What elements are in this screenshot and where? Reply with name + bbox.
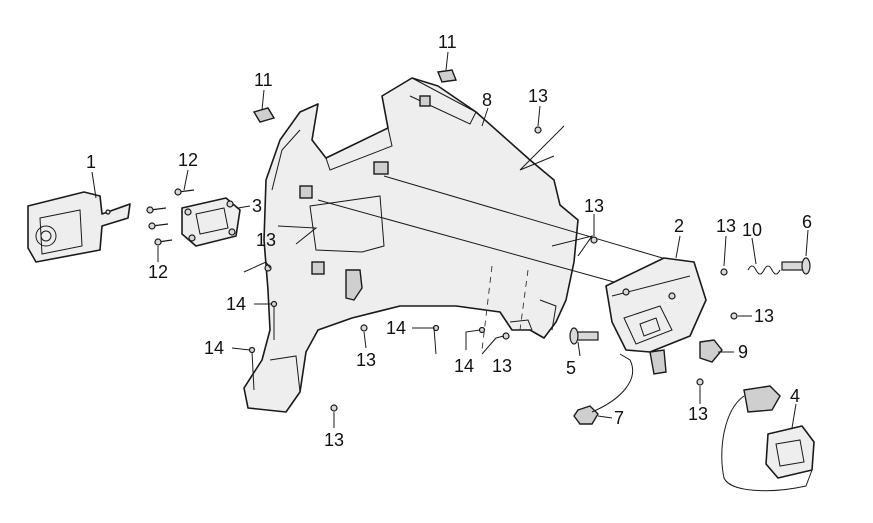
callout-11: 11	[438, 32, 457, 52]
screw-13	[534, 126, 542, 134]
cable	[591, 353, 634, 413]
screw-13	[696, 378, 704, 386]
callout-14: 14	[454, 356, 474, 376]
alignment-dash	[481, 265, 493, 351]
screw-13	[330, 404, 338, 412]
clip-part	[252, 107, 276, 123]
callout-8: 8	[482, 90, 492, 110]
callout-5: 5	[566, 358, 576, 378]
cover-part	[27, 191, 131, 263]
callout-13: 13	[256, 230, 276, 250]
nut-part	[573, 405, 599, 425]
callout-3: 3	[252, 196, 262, 216]
callout-14: 14	[204, 338, 224, 358]
pin-part	[781, 257, 811, 275]
screw-13	[730, 312, 738, 320]
callout-1: 1	[86, 152, 96, 172]
screw-13	[720, 268, 728, 276]
callout-7: 7	[614, 408, 624, 428]
callout-14: 14	[386, 318, 406, 338]
clip-part	[437, 69, 457, 83]
callout-6: 6	[802, 212, 812, 232]
callout-10: 10	[742, 220, 762, 240]
callout-13: 13	[528, 86, 548, 106]
gasket-part	[181, 197, 241, 247]
callout-4: 4	[790, 386, 800, 406]
callout-14: 14	[226, 294, 246, 314]
pivot-pin-part	[569, 327, 599, 345]
screw-set	[146, 188, 195, 246]
callout-12: 12	[148, 262, 168, 282]
callout-13: 13	[324, 430, 344, 450]
callout-2: 2	[674, 216, 684, 236]
callout-13: 13	[754, 306, 774, 326]
catch-part	[699, 339, 723, 363]
callout-13: 13	[356, 350, 376, 370]
inner-panel-part	[243, 77, 579, 413]
screw-14	[248, 346, 256, 354]
callout-11: 11	[254, 70, 273, 90]
callout-13: 13	[688, 404, 708, 424]
leader-lines	[91, 51, 809, 429]
spring-part	[747, 265, 781, 275]
latch-plate-part	[605, 257, 707, 375]
alignment-line	[317, 199, 615, 283]
callout-13: 13	[584, 196, 604, 216]
callout-12: 12	[178, 150, 198, 170]
screw-14	[270, 300, 278, 308]
callout-13: 13	[492, 356, 512, 376]
screw-13	[590, 236, 598, 244]
screw-14	[478, 326, 486, 334]
connector-part	[721, 385, 815, 492]
alignment-line	[383, 175, 677, 263]
callout-labels: 1 2 3 4 5 6 7 8 9 10 11 11 12 12 13 13 1…	[86, 32, 812, 450]
callout-9: 9	[738, 342, 748, 362]
callout-13: 13	[716, 216, 736, 236]
screw-13	[360, 324, 368, 332]
